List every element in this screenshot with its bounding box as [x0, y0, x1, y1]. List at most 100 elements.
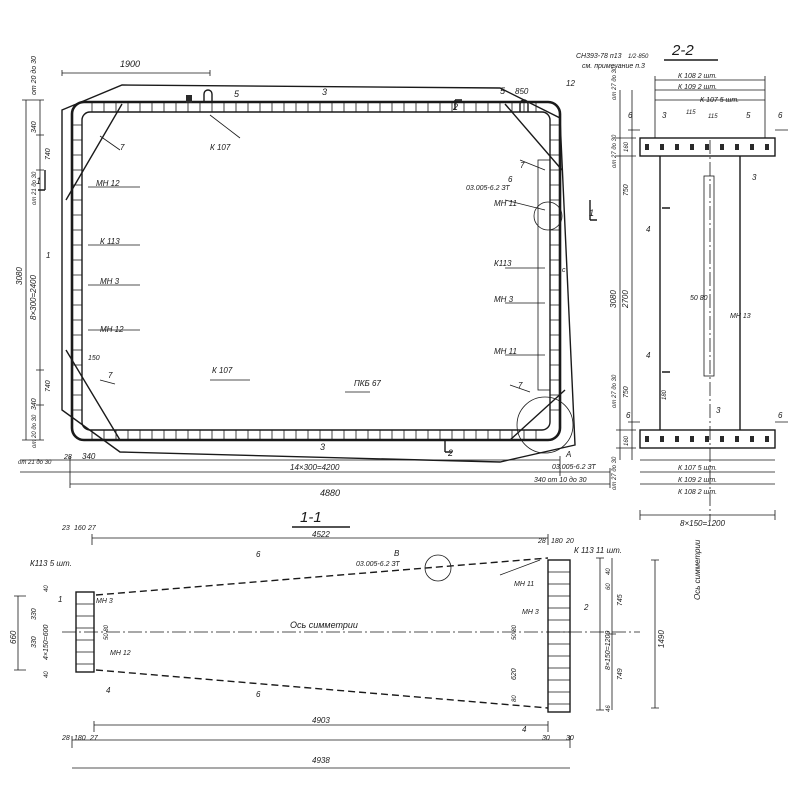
label-pkb67: ПКБ 67	[354, 379, 381, 388]
s22-p4b: 4	[646, 351, 651, 360]
s22-3080: 3080	[609, 290, 618, 308]
s22-bot-dim: от 27 до 30	[612, 456, 618, 490]
s11-k113-left: К113 5 шт.	[30, 559, 72, 568]
plan-insert-mark	[186, 95, 192, 103]
label-k113-r: К113	[494, 259, 512, 268]
dim-left-span: 8×300=2400	[29, 275, 38, 320]
s11-46: 46	[606, 705, 612, 712]
s22-span: 8×150=1200	[680, 519, 725, 528]
s22-2700: 2700	[621, 290, 630, 309]
dim-left-740: 740	[45, 148, 52, 160]
plan-right-rungs	[550, 124, 560, 411]
s22-115a: 115	[686, 110, 696, 116]
s11-40b: 40	[44, 671, 50, 678]
s22-p6d: 6	[778, 411, 783, 420]
s11-mn12: МН 12	[110, 650, 131, 657]
detail-circle-a	[516, 396, 574, 454]
s11-span-l: 4×150=600	[43, 624, 50, 660]
section-1-1: 1-1 4522 23 160 27 28 180 20 К113 5 шт. …	[9, 509, 666, 769]
s22-mid-dim2: от 27 до 30	[612, 374, 618, 408]
label-cut-2-bot: 2	[447, 448, 453, 458]
s11-right-cage	[547, 559, 571, 713]
plan-leaders	[88, 114, 546, 393]
s22-p6c: 6	[626, 411, 631, 420]
s11-60: 60	[606, 583, 612, 590]
plan-cage-outer	[70, 100, 562, 442]
plan-pos-12: 12	[566, 79, 575, 88]
dim-1900-line	[61, 70, 211, 76]
title-1-1: 1-1	[300, 509, 322, 526]
plan-bottom-rungs	[91, 430, 537, 440]
s22-p6a: 6	[628, 111, 633, 120]
s11-745: 745	[617, 594, 624, 606]
dim-bot-340: 340	[82, 452, 96, 461]
s22-mn13: МН 13	[730, 313, 751, 320]
s11-axis-label: Ось симметрии	[290, 620, 358, 630]
dim-1900: 1900	[120, 59, 140, 69]
s22-top-flange	[639, 137, 776, 157]
s11-27: 27	[89, 735, 99, 742]
s22-dim-lines	[616, 76, 776, 520]
dim-850: 850	[515, 87, 529, 96]
s22-mid-dim: от 27 до 30	[612, 134, 618, 168]
s22-k109-bot: К 109 2 шт.	[678, 477, 717, 484]
s11-left-cage	[75, 591, 95, 673]
s11-20r: 20	[565, 538, 574, 545]
note-see: см. примечание п.3	[582, 63, 645, 70]
s22-axis-label: Ось симметрии	[693, 539, 702, 600]
label-3-bot: 3	[320, 442, 325, 452]
label-mn11-t: МН 11	[494, 199, 517, 208]
s11-4522: 4522	[312, 530, 330, 539]
note-frac: 1/2·850	[628, 54, 649, 60]
label-mn11-b: МН 11	[494, 347, 517, 356]
dim-left-740b: 740	[45, 380, 52, 392]
s11-ref-b-letter: В	[394, 549, 400, 558]
s22-mn13-bar	[703, 175, 715, 377]
label-k107-top: К 107	[210, 143, 231, 152]
s22-detail-4	[662, 207, 670, 373]
s22-115b: 115	[708, 114, 718, 120]
s22-k108-bot: К 108 2 шт.	[678, 489, 717, 496]
s11-left-rungs	[76, 603, 94, 665]
plan-top-rungs	[91, 102, 537, 112]
label-1-mid: 1	[46, 251, 50, 260]
label-mn12-b: МН 12	[100, 325, 124, 334]
dim-bot-28: 28	[63, 454, 72, 461]
s11-620: 620	[511, 668, 518, 680]
label-mn3-r: МН 3	[494, 295, 514, 304]
s22-p4a: 4	[646, 225, 651, 234]
dim-bot-left-small: от 21 до 30	[18, 460, 52, 466]
s22-p3-low: 3	[716, 406, 721, 415]
s22-750: 750	[623, 184, 630, 196]
s11-749: 749	[617, 668, 624, 680]
s11-330b: 330	[31, 636, 38, 648]
s22-bottom-flange	[639, 429, 776, 449]
label-mn3-l: МН 3	[100, 277, 120, 286]
s11-top-edge	[95, 557, 549, 596]
s22-k107-bot: К 107 5 шт.	[678, 465, 717, 472]
s22-p6b: 6	[778, 111, 783, 120]
s22-top-bars	[645, 144, 769, 150]
detail-circle-b	[533, 201, 563, 231]
s11-p6-top: 6	[256, 550, 261, 559]
s11-p2: 2	[583, 603, 589, 612]
s11-p6-bot: 6	[256, 690, 261, 699]
dim-left-top: от 20 до 30	[30, 56, 38, 95]
dim-bot-right: 340 от 10 до 30	[534, 476, 587, 484]
plan-cage-inner	[81, 111, 551, 431]
s11-330a: 330	[31, 608, 38, 620]
label-cut-1-right: 1	[589, 208, 594, 218]
s11-160: 160	[74, 525, 86, 532]
s11-p1: 1	[58, 595, 62, 604]
s22-50-80: 50 80	[690, 295, 708, 302]
s22-web	[659, 156, 741, 430]
label-cut-1-left: 1	[36, 176, 41, 186]
s22-top-dim: от 27 до 30	[612, 66, 618, 100]
s22-160b: 160	[624, 435, 630, 446]
dim-left-340b: 340	[31, 398, 38, 410]
title-2-2: 2-2	[671, 42, 694, 59]
s11-dim-lines	[14, 534, 659, 748]
s11-bottom-edge	[95, 669, 549, 709]
s11-detail-circle-b	[424, 554, 452, 582]
label-7-br: 7	[518, 381, 523, 390]
